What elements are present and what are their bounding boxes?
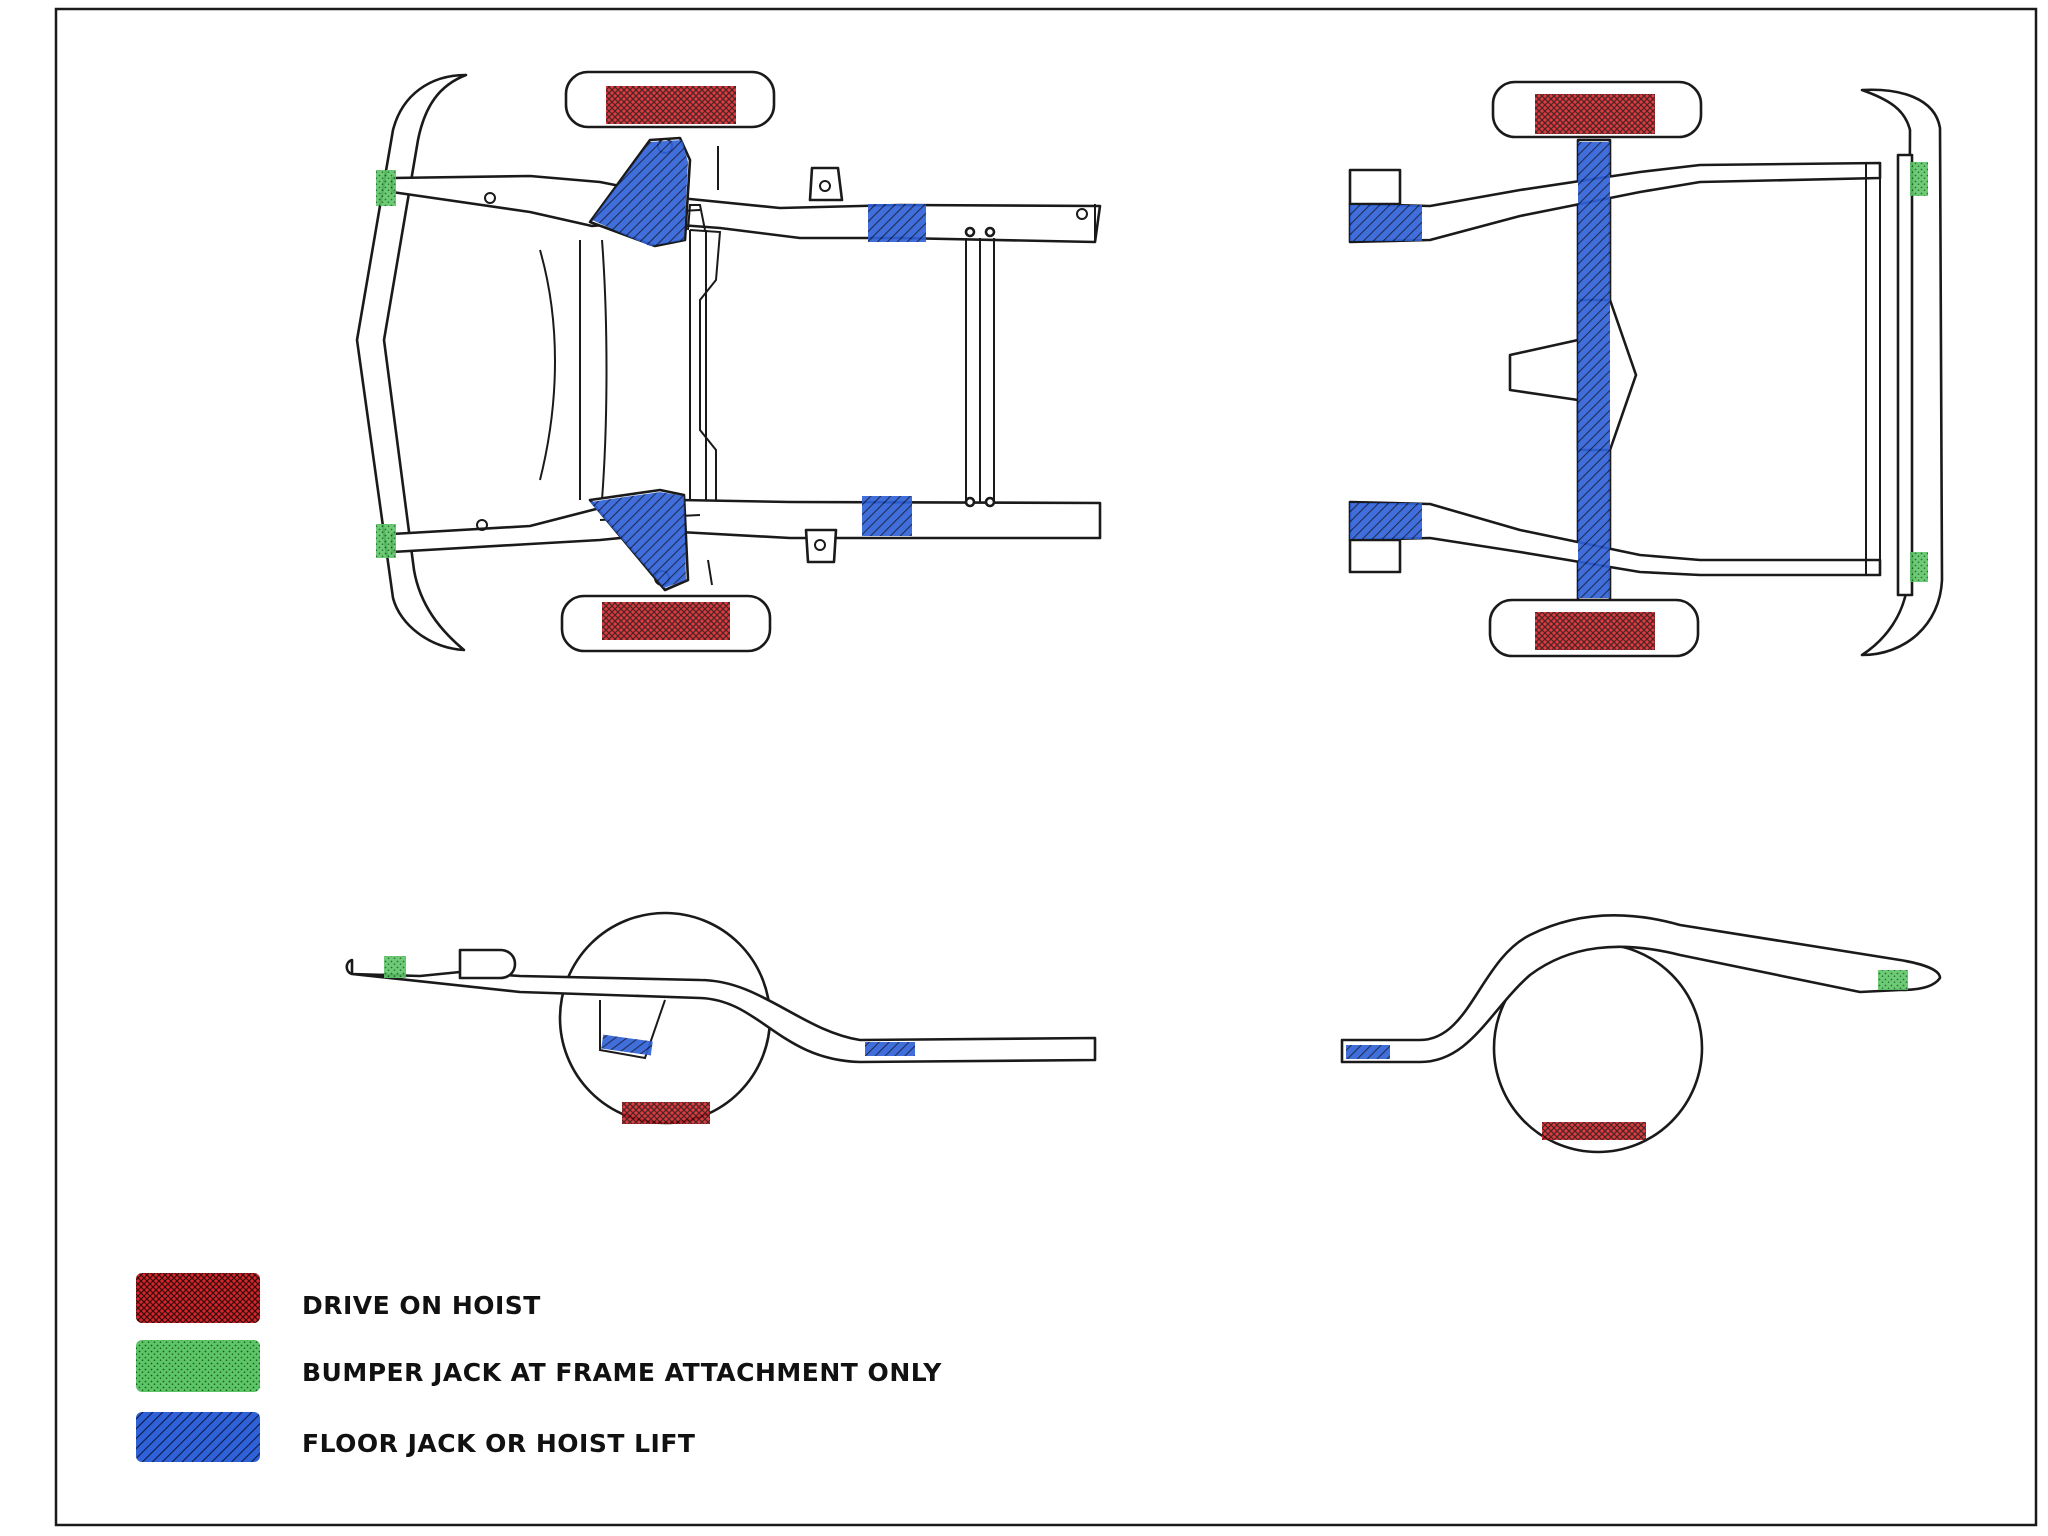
cross-member-rear (965, 238, 995, 503)
marker-floor-jack (865, 1042, 915, 1056)
bolt-hole (964, 226, 976, 238)
marker-floor-jack (1350, 503, 1422, 539)
front-frame-side-view (345, 911, 1097, 1125)
marker-bumper-jack (1910, 552, 1928, 582)
rear-rail-side (1340, 914, 1942, 1064)
front-wheel-side (558, 911, 772, 1125)
legend-swatch-blue (136, 1412, 260, 1462)
marker-floor-jack (590, 492, 686, 588)
marker-floor-jack (1350, 205, 1422, 241)
rear-bumper (1860, 88, 1944, 657)
marker-drive-on-hoist (1535, 612, 1655, 650)
rear-rail-upper (1348, 161, 1882, 244)
frame-hole (484, 192, 496, 204)
marker-bumper-jack (376, 170, 396, 206)
rear-frame-top-view (1348, 80, 1944, 658)
page-border (54, 7, 2038, 1527)
front-horn-side (458, 948, 517, 980)
legend-item-bumper-jack: BUMPER JACK AT FRAME ATTACHMENT ONLY (136, 1340, 942, 1392)
marker-floor-jack (862, 496, 912, 536)
legend-label: DRIVE ON HOIST (302, 1291, 541, 1320)
front-frame-top-view (355, 70, 1102, 653)
rear-rail-lower-inner (1348, 538, 1402, 574)
marker-drive-on-hoist (602, 602, 730, 640)
bolt-hole (984, 496, 996, 508)
legend: DRIVE ON HOIST BUMPER JACK AT FRAME ATTA… (136, 1273, 942, 1462)
mount-tab-hole (819, 180, 831, 192)
marker-floor-jack (592, 140, 688, 246)
marker-bumper-jack (1878, 970, 1908, 990)
front-rail-side (345, 958, 1097, 1064)
rear-rail-upper-inner (1348, 168, 1402, 206)
rear-frame-side-view (1340, 914, 1942, 1154)
pinion-nose (1508, 338, 1580, 402)
marker-floor-jack (601, 1034, 653, 1056)
marker-bumper-jack (376, 524, 396, 558)
legend-item-drive-on-hoist: DRIVE ON HOIST (136, 1273, 541, 1323)
marker-drive-on-hoist (1542, 1122, 1646, 1140)
marker-drive-on-hoist (622, 1102, 710, 1124)
marker-drive-on-hoist (606, 86, 736, 124)
frame-hole (476, 519, 488, 531)
frame-hole (1076, 208, 1088, 220)
frame-rail-lower (390, 498, 1102, 554)
marker-floor-jack (868, 204, 926, 242)
radiator-support (539, 239, 608, 501)
marker-bumper-jack (384, 956, 406, 978)
legend-swatch-green (136, 1340, 260, 1392)
legend-label: FLOOR JACK OR HOIST LIFT (302, 1429, 695, 1458)
marker-floor-jack (1578, 142, 1610, 598)
marker-bumper-jack (1910, 162, 1928, 196)
sway-bar-link (707, 146, 719, 586)
front-bumper (355, 73, 468, 652)
legend-swatch-red (136, 1273, 260, 1323)
mount-tab-lower (804, 528, 838, 564)
legend-label: BUMPER JACK AT FRAME ATTACHMENT ONLY (302, 1358, 942, 1387)
rear-rail-lower (1348, 500, 1882, 577)
spring-tower-side (599, 999, 666, 1060)
marker-drive-on-hoist (1535, 94, 1655, 134)
marker-floor-jack (1346, 1045, 1390, 1059)
cross-member-front (599, 209, 707, 521)
legend-item-floor-jack: FLOOR JACK OR HOIST LIFT (136, 1412, 695, 1462)
mount-tab-hole (814, 539, 826, 551)
mount-tab-upper (808, 166, 844, 202)
steering-link (687, 204, 722, 500)
rear-crossmember (1865, 163, 1881, 575)
bolt-hole (964, 496, 976, 508)
bolt-hole (984, 226, 996, 238)
bumper-bracket (1896, 153, 1914, 597)
